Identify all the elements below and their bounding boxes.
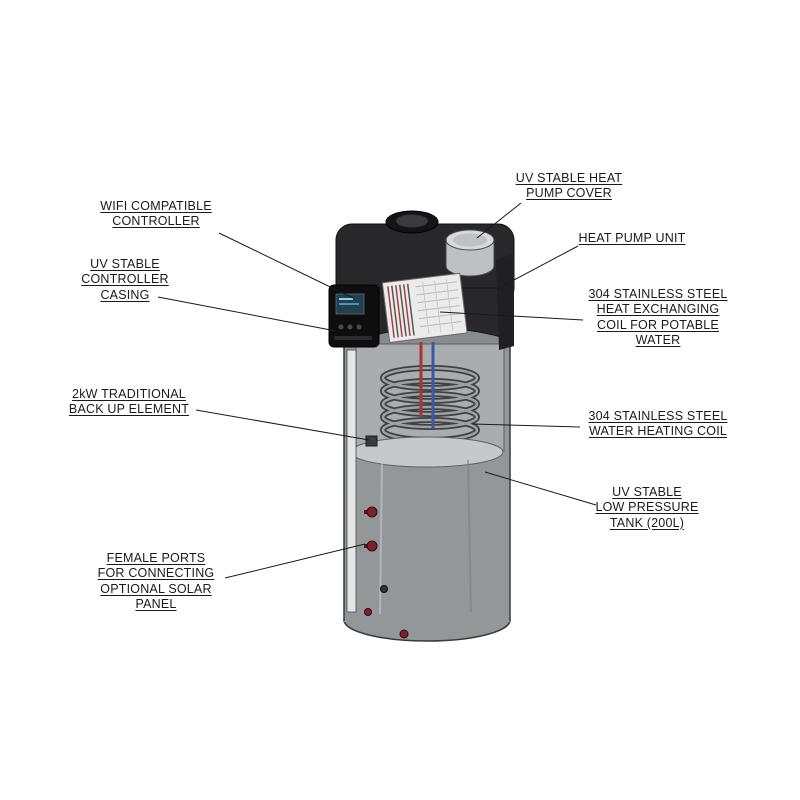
controller-shape xyxy=(328,284,380,348)
callout-controller-casing: UV STABLE CONTROLLER CASING xyxy=(81,257,169,302)
leader-line-low-pressure-tank xyxy=(484,471,597,506)
leader-line-wifi-controller xyxy=(218,232,354,299)
ports-and-fittings xyxy=(364,435,409,639)
lower-tank-shell xyxy=(345,349,509,621)
hot-cold-pipes xyxy=(419,342,435,428)
callout-water-heating-coil: 304 STAINLESS STEEL WATER HEATING COIL xyxy=(588,409,728,439)
callout-wifi-controller: WIFI COMPATIBLE CONTROLLER xyxy=(100,199,212,229)
leader-line-heat-pump-unit xyxy=(496,245,579,290)
leader-line-heat-exchanging-coil xyxy=(439,311,584,321)
leader-lines xyxy=(157,202,597,579)
callout-low-pressure-tank: UV STABLE LOW PRESSURE TANK (200L) xyxy=(595,485,699,530)
callout-heat-exchanging-coil: 304 STAINLESS STEEL HEAT EXCHANGING COIL… xyxy=(588,287,728,347)
callout-heat-pump-unit: HEAT PUMP UNIT xyxy=(578,231,686,245)
leader-line-backup-element xyxy=(195,409,370,441)
leader-line-water-heating-coil xyxy=(471,423,581,428)
leader-line-female-ports xyxy=(224,543,366,579)
leader-line-heat-pump-cover xyxy=(476,202,522,239)
leader-line-controller-casing xyxy=(157,296,337,332)
heat-exchanger-shape xyxy=(381,272,468,343)
callout-heat-pump-cover: UV STABLE HEAT PUMP COVER xyxy=(515,171,623,201)
callout-backup-element: 2kW TRADITIONAL BACK UP ELEMENT xyxy=(68,387,190,417)
callout-female-ports: FEMALE PORTS FOR CONNECTING OPTIONAL SOL… xyxy=(97,551,215,611)
